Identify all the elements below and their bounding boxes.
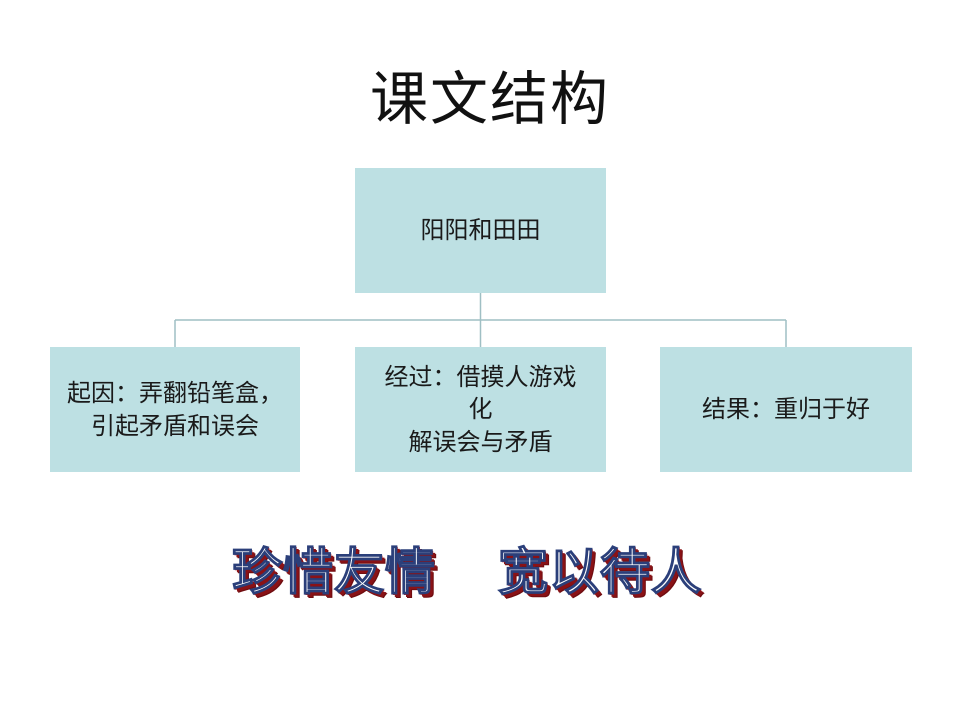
result-node-label: 结果：重归于好 bbox=[702, 395, 870, 424]
result-node: 结果：重归于好 bbox=[660, 347, 912, 472]
process-node-label: 经过：借摸人游戏 化 解误会与矛盾 bbox=[384, 362, 577, 456]
cause-node-label: 起因：弄翻铅笔盒， 引起矛盾和误会 bbox=[67, 379, 283, 440]
root-node: 阳阳和田田 bbox=[355, 168, 606, 293]
slide-title: 课文结构 bbox=[369, 65, 610, 133]
root-node-label: 阳阳和田田 bbox=[420, 216, 541, 245]
theme-cherish-friendship: 珍惜友情 bbox=[231, 542, 436, 601]
cause-node: 起因：弄翻铅笔盒， 引起矛盾和误会 bbox=[50, 347, 300, 472]
process-node: 经过：借摸人游戏 化 解误会与矛盾 bbox=[355, 347, 606, 472]
theme-be-tolerant: 宽以待人 bbox=[497, 542, 702, 601]
